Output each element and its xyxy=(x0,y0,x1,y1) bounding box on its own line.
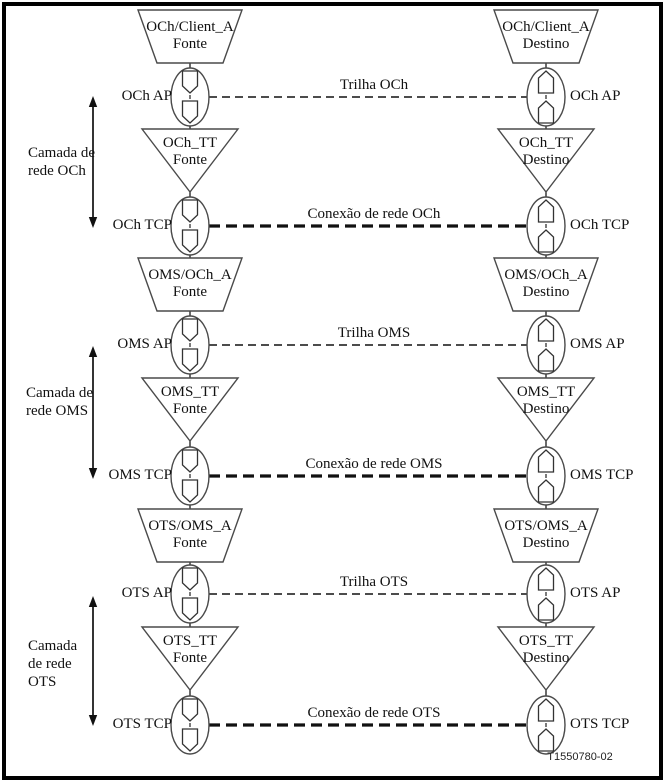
ots-source-adaptation-trapezoid xyxy=(137,508,243,563)
figure-code: T1550780-02 xyxy=(547,751,613,763)
och-source-ap-label: OCh AP xyxy=(121,88,172,104)
adaptation-role: Destino xyxy=(522,284,570,300)
ots-source-tt-label: OTS_TT Fonte xyxy=(130,633,250,667)
layer-label-line: rede OMS xyxy=(26,403,89,419)
adaptation-role: Fonte xyxy=(172,284,208,300)
tt-role: Destino xyxy=(522,401,570,417)
oms-connection-label: Conexão de rede OMS xyxy=(305,456,443,472)
adaptation-role: Destino xyxy=(522,535,570,551)
adaptation-name: OMS/OCh_A xyxy=(148,267,232,283)
oms-source-adaptation-label: OMS/OCh_A Fonte xyxy=(130,267,250,301)
ots-sink-ap-label: OTS AP xyxy=(570,585,621,601)
och-sink-adaptation-label: OCh/Client_A Destino xyxy=(486,19,606,53)
och-source-adaptation-label: OCh/Client_A Fonte xyxy=(130,19,250,53)
ots-layer-span-arrow-icon xyxy=(88,596,98,726)
ots-sink-tt-triangle xyxy=(496,626,596,692)
oms-sink-adaptation-trapezoid xyxy=(493,257,599,312)
tt-name: OMS_TT xyxy=(516,384,576,400)
tt-role: Fonte xyxy=(172,401,208,417)
layer-label-line: OTS xyxy=(28,674,57,690)
oms-trail-label: Trilha OMS xyxy=(337,325,411,341)
tt-role: Destino xyxy=(522,650,570,666)
ots-sink-adaptation-label: OTS/OMS_A Destino xyxy=(486,518,606,552)
oms-layer-label: Camada de rede OMS xyxy=(26,384,93,420)
layer-label-line: de rede xyxy=(28,656,72,672)
layer-label-line: rede OCh xyxy=(28,163,86,179)
tt-role: Destino xyxy=(522,152,570,168)
och-sink-tt-triangle xyxy=(496,128,596,194)
ots-sink-adaptation-trapezoid xyxy=(493,508,599,563)
oms-source-ap-label: OMS AP xyxy=(117,336,172,352)
och-source-tt-label: OCh_TT Fonte xyxy=(130,135,250,169)
adaptation-role: Fonte xyxy=(172,535,208,551)
tt-role: Fonte xyxy=(172,650,208,666)
layer-label-line: Camada de xyxy=(28,145,96,161)
och-sink-tcp-label: OCh TCP xyxy=(570,217,630,233)
oms-sink-tt-triangle xyxy=(496,377,596,443)
tt-name: OTS_TT xyxy=(518,633,574,649)
tt-name: OTS_TT xyxy=(162,633,218,649)
och-layer-span-arrow-icon xyxy=(88,96,98,228)
oms-layer-span-arrow-icon xyxy=(88,346,98,479)
layer-label-line: Camada xyxy=(28,638,78,654)
och-source-tt-triangle xyxy=(140,128,240,194)
adaptation-name: OTS/OMS_A xyxy=(148,518,232,534)
ots-trail-label: Trilha OTS xyxy=(339,574,409,590)
oms-source-adaptation-trapezoid xyxy=(137,257,243,312)
och-connection-label: Conexão de rede OCh xyxy=(307,206,441,222)
tt-role: Fonte xyxy=(172,152,208,168)
ots-connection-label: Conexão de rede OTS xyxy=(307,705,441,721)
oms-sink-ap-label: OMS AP xyxy=(570,336,625,352)
ots-source-ap-label: OTS AP xyxy=(121,585,172,601)
oms-sink-tcp-label: OMS TCP xyxy=(570,467,634,483)
och-layer-label: Camada de rede OCh xyxy=(28,144,95,180)
oms-sink-adaptation-label: OMS/OCh_A Destino xyxy=(486,267,606,301)
adaptation-name: OCh/Client_A xyxy=(146,19,234,35)
oms-source-tt-triangle xyxy=(140,377,240,443)
oms-sink-tt-label: OMS_TT Destino xyxy=(486,384,606,418)
ots-layer-label: Camada de rede OTS xyxy=(28,637,77,691)
och-sink-adaptation-trapezoid xyxy=(493,9,599,64)
adaptation-role: Fonte xyxy=(172,36,208,52)
ots-sink-tcp-label: OTS TCP xyxy=(570,716,630,732)
tt-name: OCh_TT xyxy=(518,135,574,151)
adaptation-name: OCh/Client_A xyxy=(502,19,590,35)
tt-name: OCh_TT xyxy=(162,135,218,151)
layer-label-line: Camada de xyxy=(26,385,94,401)
och-source-tcp-label: OCh TCP xyxy=(112,217,172,233)
adaptation-name: OMS/OCh_A xyxy=(504,267,588,283)
adaptation-name: OTS/OMS_A xyxy=(504,518,588,534)
tt-name: OMS_TT xyxy=(160,384,220,400)
oms-source-tt-label: OMS_TT Fonte xyxy=(130,384,250,418)
oms-source-tcp-label: OMS TCP xyxy=(108,467,172,483)
och-sink-tt-label: OCh_TT Destino xyxy=(486,135,606,169)
ots-sink-tt-label: OTS_TT Destino xyxy=(486,633,606,667)
ots-source-tt-triangle xyxy=(140,626,240,692)
ots-source-adaptation-label: OTS/OMS_A Fonte xyxy=(130,518,250,552)
och-sink-ap-label: OCh AP xyxy=(570,88,621,104)
ots-source-tcp-label: OTS TCP xyxy=(112,716,172,732)
adaptation-role: Destino xyxy=(522,36,570,52)
och-trail-label: Trilha OCh xyxy=(339,77,409,93)
och-source-adaptation-trapezoid xyxy=(137,9,243,64)
